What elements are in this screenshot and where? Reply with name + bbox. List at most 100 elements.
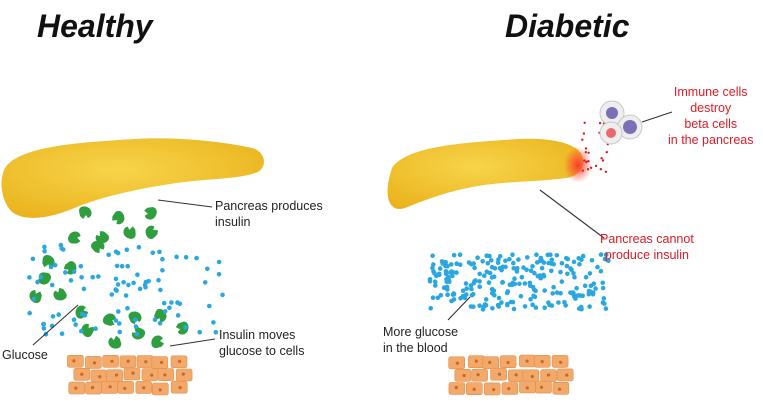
glucose-icon <box>569 267 574 273</box>
glucose-icon <box>430 295 436 301</box>
glucose-icon <box>30 256 36 262</box>
glucose-icon <box>125 263 130 269</box>
glucose-icon <box>564 263 570 269</box>
glucose-icon <box>63 270 68 275</box>
glucose-icon <box>530 264 535 269</box>
diabetic-pancreas-icon <box>387 138 584 209</box>
tissue-cell-icon <box>556 368 574 382</box>
glucose-icon <box>113 287 118 292</box>
glucose-icon <box>531 287 537 293</box>
tissue-cell-icon <box>68 381 86 395</box>
tissue-cell-icon <box>136 355 154 368</box>
tissue-cell-icon <box>533 354 551 368</box>
glucose-icon <box>450 273 455 279</box>
tissue-cell-icon <box>73 367 91 381</box>
glucose-icon <box>516 257 521 262</box>
glucose-icon <box>528 268 534 274</box>
glucose-icon <box>58 242 64 248</box>
glucose-icon <box>133 324 139 329</box>
tissue-cell-icon <box>551 355 569 368</box>
glucose-icon <box>500 279 506 285</box>
glucose-icon <box>589 258 595 263</box>
insulin-icon <box>42 255 55 268</box>
glucose-icon <box>532 270 537 276</box>
glucose-icon <box>113 318 119 323</box>
glucose-icon <box>499 267 504 272</box>
glucose-icon <box>562 300 567 305</box>
glucose-icon <box>511 266 516 271</box>
glucose-icon <box>78 264 84 269</box>
tissue-cell-icon <box>67 354 84 368</box>
glucose-icon <box>548 252 553 257</box>
glucose-icon <box>117 329 122 335</box>
glucose-icon <box>444 279 450 285</box>
glucose-icon <box>460 293 466 299</box>
glucose-icon <box>469 286 474 292</box>
glucose-icon <box>518 293 524 299</box>
glucose-dots-healthy <box>27 242 225 337</box>
glucose-icon <box>571 271 576 276</box>
tissue-cell-icon <box>135 381 153 394</box>
glucose-icon <box>571 290 576 295</box>
tissue-cell-icon <box>540 369 557 382</box>
glucose-icon <box>113 249 119 255</box>
tissue-cell-icon <box>501 382 519 395</box>
glucose-icon <box>207 303 212 309</box>
glucose-icon <box>211 320 216 325</box>
glucose-icon <box>495 260 501 266</box>
tissue-cell-icon <box>467 355 485 369</box>
tissue-cell-icon <box>508 369 525 383</box>
glucose-icon <box>106 252 111 258</box>
glucose-icon <box>463 281 469 286</box>
glucose-icon <box>445 287 450 292</box>
more-glucose-label: More glucose in the blood <box>383 325 459 355</box>
leader-line-pancreas-cannot <box>539 189 605 239</box>
glucose-icon <box>464 286 470 291</box>
insulin-icon <box>79 206 92 219</box>
glucose-icon <box>514 269 520 274</box>
glucose-icon <box>121 280 126 285</box>
glucose-icon <box>559 261 565 266</box>
glucose-icon <box>114 263 120 269</box>
glucose-icon <box>574 286 579 291</box>
inflammation-spot <box>564 147 592 183</box>
glucose-icon <box>537 258 543 264</box>
glucose-icon <box>542 288 547 293</box>
glucose-icon <box>50 314 56 319</box>
leader-line-glucose <box>32 304 79 346</box>
glucose-icon <box>602 301 607 306</box>
glucose-icon <box>477 279 482 284</box>
glucose-icon <box>491 288 497 294</box>
glucose-icon <box>477 271 483 277</box>
tissue-cell-icon <box>106 369 123 383</box>
glucose-icon <box>590 291 596 297</box>
glucose-icon <box>445 263 450 269</box>
glucose-icon <box>448 262 454 267</box>
glucose-icon <box>35 279 40 285</box>
glucose-icon <box>79 328 84 334</box>
glucose-icon <box>445 292 450 298</box>
glucose-icon <box>470 291 476 297</box>
glucose-icon <box>430 253 435 259</box>
glucose-icon <box>483 297 489 302</box>
glucose-icon <box>504 290 510 296</box>
glucose-icon <box>73 322 78 327</box>
glucose-icon <box>161 300 167 306</box>
tissue-cell-icon <box>170 380 188 394</box>
glucose-icon <box>175 300 180 305</box>
tissue-cell-icon <box>448 382 466 395</box>
glucose-icon <box>511 306 517 312</box>
glucose-icon <box>451 291 457 296</box>
glucose-icon <box>512 276 517 282</box>
tissue-cell-icon <box>85 381 102 395</box>
glucose-icon <box>466 260 472 265</box>
glucose-icon <box>475 255 480 260</box>
glucose-icon <box>454 261 460 267</box>
glucose-icon <box>572 294 577 299</box>
pancreas-cannot-label: Pancreas cannot produce insulin <box>600 232 694 262</box>
glucose-icon <box>113 276 119 282</box>
glucose-icon <box>525 255 530 260</box>
glucose-icon <box>124 247 130 252</box>
glucose-icon <box>603 306 609 311</box>
